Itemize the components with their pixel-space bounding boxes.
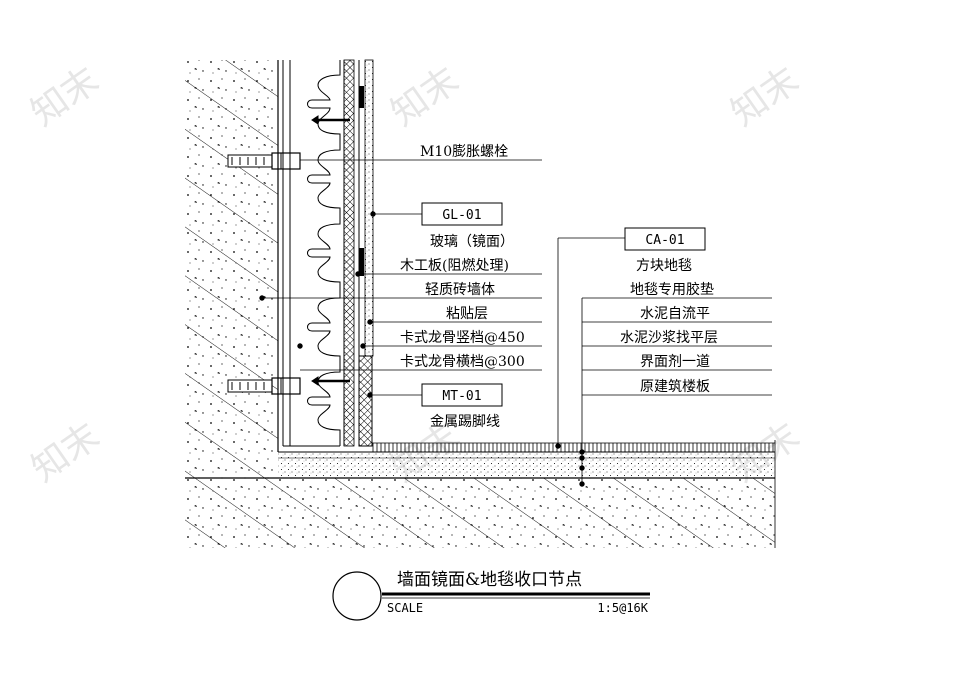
watermark: 知末 [724, 60, 807, 135]
label-carpet-tile: 方块地毯 [636, 258, 692, 274]
watermark-group: 知末 知末 知末 知末 知末 知末 [24, 60, 807, 491]
expansion-bolt-upper [227, 152, 301, 170]
watermark: 知末 [25, 415, 108, 490]
expansion-bolt-lower [227, 377, 301, 395]
scale-label: SCALE [387, 601, 423, 615]
screws [311, 115, 350, 386]
ca-tag-text: CA-01 [645, 233, 684, 248]
label-glass: 玻璃（镜面） [430, 233, 514, 250]
label-brick-wall: 轻质砖墙体 [425, 282, 495, 298]
detail-circle [332, 571, 382, 621]
label-keel-vertical: 卡式龙骨竖档@450 [400, 330, 525, 346]
mt-tag-text: MT-01 [442, 389, 481, 404]
title-block: 墙面镜面&地毯收口节点 SCALE 1:5@16K [332, 570, 650, 621]
wall-finish-layers [343, 59, 374, 447]
label-adhesive: 粘贴层 [446, 306, 488, 322]
keel-system [282, 60, 345, 447]
wall-labels: M10膨胀螺栓 玻璃（镜面） 木工板(阻燃处理) 轻质砖墙体 粘贴层 卡式龙骨竖… [400, 143, 525, 430]
gl-tag-text: GL-01 [442, 208, 481, 223]
scale-value: 1:5@16K [597, 601, 648, 615]
label-carpet-pad: 地毯专用胶垫 [630, 281, 714, 298]
label-screed: 水泥沙浆找平层 [620, 330, 718, 346]
floor-labels: 方块地毯 地毯专用胶垫 水泥自流平 水泥沙浆找平层 界面剂一道 原建筑楼板 [620, 258, 718, 395]
floor-slab [185, 440, 776, 548]
right-leaders [555, 237, 772, 487]
watermark: 知末 [384, 60, 467, 135]
watermark: 知末 [24, 60, 107, 135]
label-wood-board: 木工板(阻燃处理) [400, 257, 509, 274]
mt-tag: MT-01 [421, 383, 503, 407]
drawing-title: 墙面镜面&地毯收口节点 [397, 570, 582, 590]
ca-tag: CA-01 [624, 227, 706, 251]
carpet [372, 442, 775, 452]
label-floor-slab: 原建筑楼板 [640, 379, 710, 395]
label-metal-skirting: 金属踢脚线 [430, 414, 500, 430]
label-keel-horizontal: 卡式龙骨横档@300 [400, 354, 525, 370]
screed-layer [278, 451, 775, 478]
brick-wall [185, 60, 279, 478]
label-interface-agent: 界面剂一道 [640, 354, 710, 370]
gl-tag: GL-01 [421, 202, 503, 226]
label-self-leveling: 水泥自流平 [640, 306, 710, 322]
left-leaders [259, 159, 542, 398]
label-bolt: M10膨胀螺栓 [420, 143, 508, 160]
